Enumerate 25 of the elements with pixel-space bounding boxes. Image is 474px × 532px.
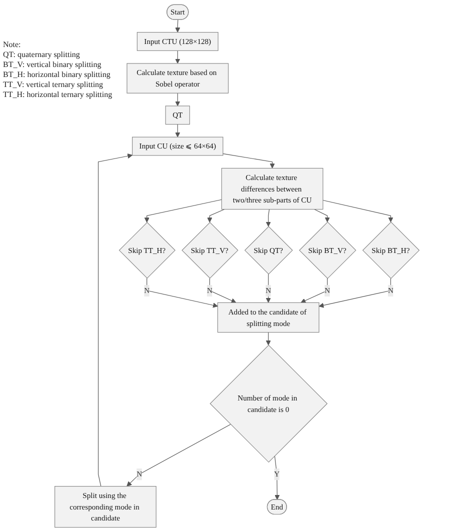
- arrow: [175, 20, 180, 33]
- arrow: [175, 92, 180, 106]
- arrow: [144, 199, 222, 223]
- arrow: [318, 278, 391, 308]
- arrow: [175, 124, 180, 138]
- arrow: [209, 278, 236, 304]
- arrow: [98, 154, 133, 487]
- arrow: [274, 456, 280, 500]
- arrow: [322, 200, 394, 222]
- note-text: TT_H: horizontal ternary splitting: [3, 90, 112, 100]
- note-text: TT_V: vertical ternary splitting: [3, 80, 104, 90]
- arrow: [266, 209, 271, 227]
- arrow: [126, 424, 231, 487]
- arrow: [266, 274, 271, 303]
- arrow: [314, 209, 330, 222]
- note-text: QT: quaternary splitting: [3, 50, 81, 60]
- arrow: [266, 332, 271, 346]
- arrow: [146, 278, 218, 308]
- arrow: [300, 278, 328, 304]
- arrow: [175, 50, 180, 64]
- note-text: BT_H: horizontal binary splitting: [3, 70, 112, 80]
- arrow: [207, 209, 225, 223]
- note-text: BT_V: vertical binary splitting: [3, 60, 102, 70]
- arrow: [222, 153, 275, 168]
- note-text: Note:: [3, 40, 22, 50]
